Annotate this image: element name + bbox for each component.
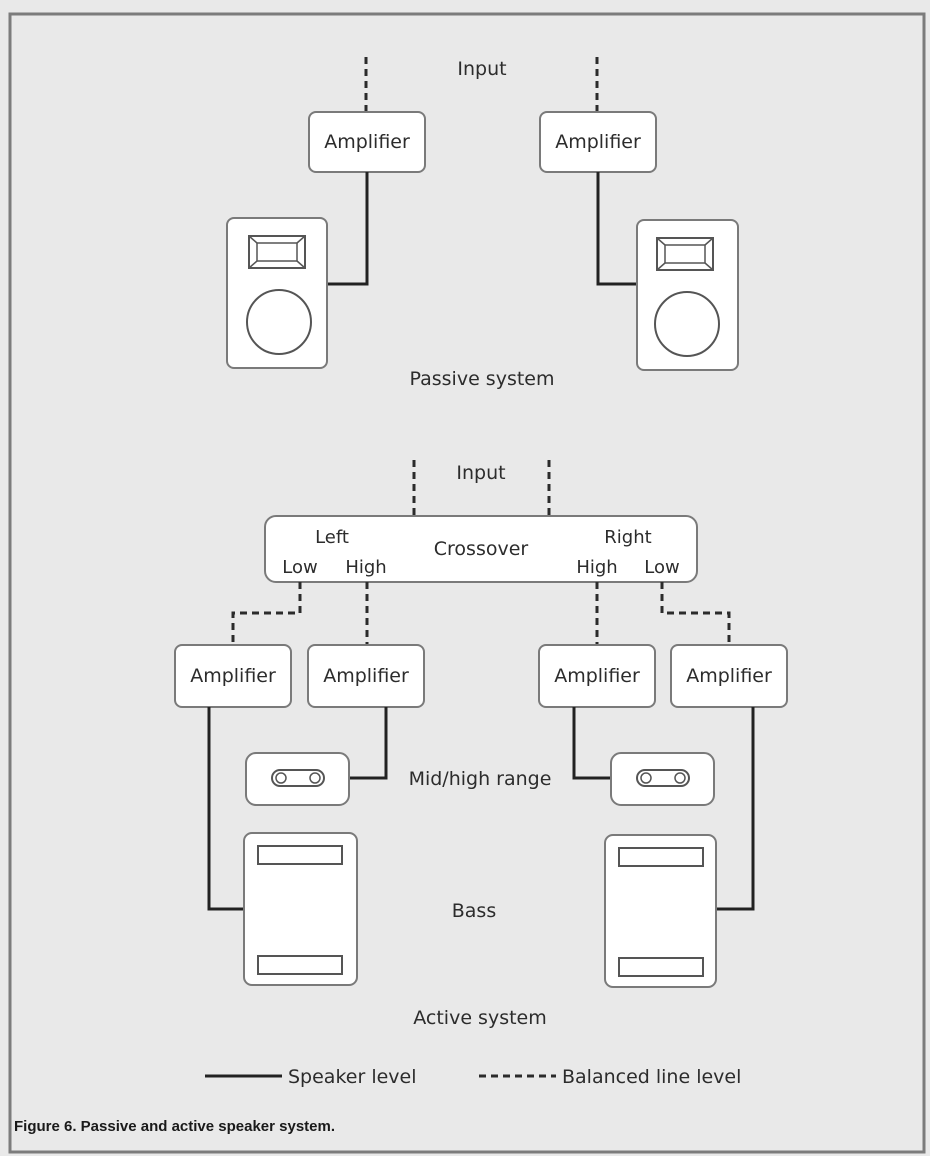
left-midhigh-speaker bbox=[245, 752, 350, 806]
left-low-line bbox=[231, 582, 302, 645]
crossover-left-label: Left bbox=[315, 527, 349, 548]
left-bass-wire bbox=[207, 707, 244, 911]
midhigh-range-label: Mid/high range bbox=[409, 768, 552, 790]
active-system: Input Left Right Crossover Low High High… bbox=[174, 460, 788, 1029]
passive-right-speaker bbox=[636, 219, 739, 371]
figure-caption: Figure 6. Passive and active speaker sys… bbox=[14, 1118, 335, 1135]
crossover-right-label: Right bbox=[604, 527, 651, 548]
legend: Speaker level Balanced line level bbox=[205, 1066, 741, 1088]
bass-port-icon bbox=[257, 955, 343, 975]
bass-port-icon bbox=[618, 957, 704, 977]
crossover-box bbox=[264, 515, 698, 583]
bass-port-icon bbox=[618, 847, 704, 867]
active-amplifier-right-low bbox=[670, 644, 788, 708]
active-input-label: Input bbox=[456, 462, 505, 484]
crossover-left-high: High bbox=[345, 557, 386, 578]
active-amplifier-left-high bbox=[307, 644, 425, 708]
active-amplifier-left-high-label: Amplifier bbox=[323, 665, 409, 687]
passive-left-speaker-wire bbox=[327, 172, 369, 286]
right-midhigh-wire bbox=[572, 707, 611, 780]
crossover-title: Crossover bbox=[434, 538, 529, 560]
crossover: Left Right Crossover Low High High Low bbox=[264, 515, 698, 583]
crossover-left-low: Low bbox=[282, 557, 317, 578]
woofer-icon bbox=[246, 289, 312, 355]
bass-cabinet bbox=[604, 834, 717, 988]
right-bass-speaker bbox=[604, 834, 717, 988]
tweeter-inner bbox=[256, 242, 298, 262]
passive-right-amplifier-label: Amplifier bbox=[555, 131, 641, 153]
bass-port-icon bbox=[257, 845, 343, 865]
active-amplifier-right-high-label: Amplifier bbox=[554, 665, 640, 687]
legend-line-level: Balanced line level bbox=[562, 1066, 741, 1088]
active-amplifier-left-low-label: Amplifier bbox=[190, 665, 276, 687]
passive-input-label: Input bbox=[457, 58, 506, 80]
right-bass-wire bbox=[716, 707, 755, 911]
active-amplifier-right-high bbox=[538, 644, 656, 708]
right-midhigh-speaker bbox=[610, 752, 715, 806]
active-system-title: Active system bbox=[413, 1007, 547, 1029]
tweeter-inner bbox=[664, 244, 706, 264]
left-midhigh-wire bbox=[349, 707, 388, 780]
passive-left-amplifier-label: Amplifier bbox=[324, 131, 410, 153]
bass-label: Bass bbox=[452, 900, 496, 922]
passive-system: Input Amplifier Amplifier bbox=[226, 57, 739, 390]
crossover-right-low: Low bbox=[644, 557, 679, 578]
active-amplifier-left-low bbox=[174, 644, 292, 708]
bass-cabinet bbox=[243, 832, 358, 986]
legend-speaker-level: Speaker level bbox=[288, 1066, 417, 1088]
passive-left-speaker bbox=[226, 217, 328, 369]
active-amplifier-right-low-label: Amplifier bbox=[686, 665, 772, 687]
left-bass-speaker bbox=[243, 832, 358, 986]
crossover-right-high: High bbox=[576, 557, 617, 578]
right-low-line bbox=[660, 582, 731, 645]
passive-right-speaker-wire bbox=[596, 172, 637, 286]
passive-system-title: Passive system bbox=[410, 368, 555, 390]
woofer-icon bbox=[654, 291, 720, 357]
